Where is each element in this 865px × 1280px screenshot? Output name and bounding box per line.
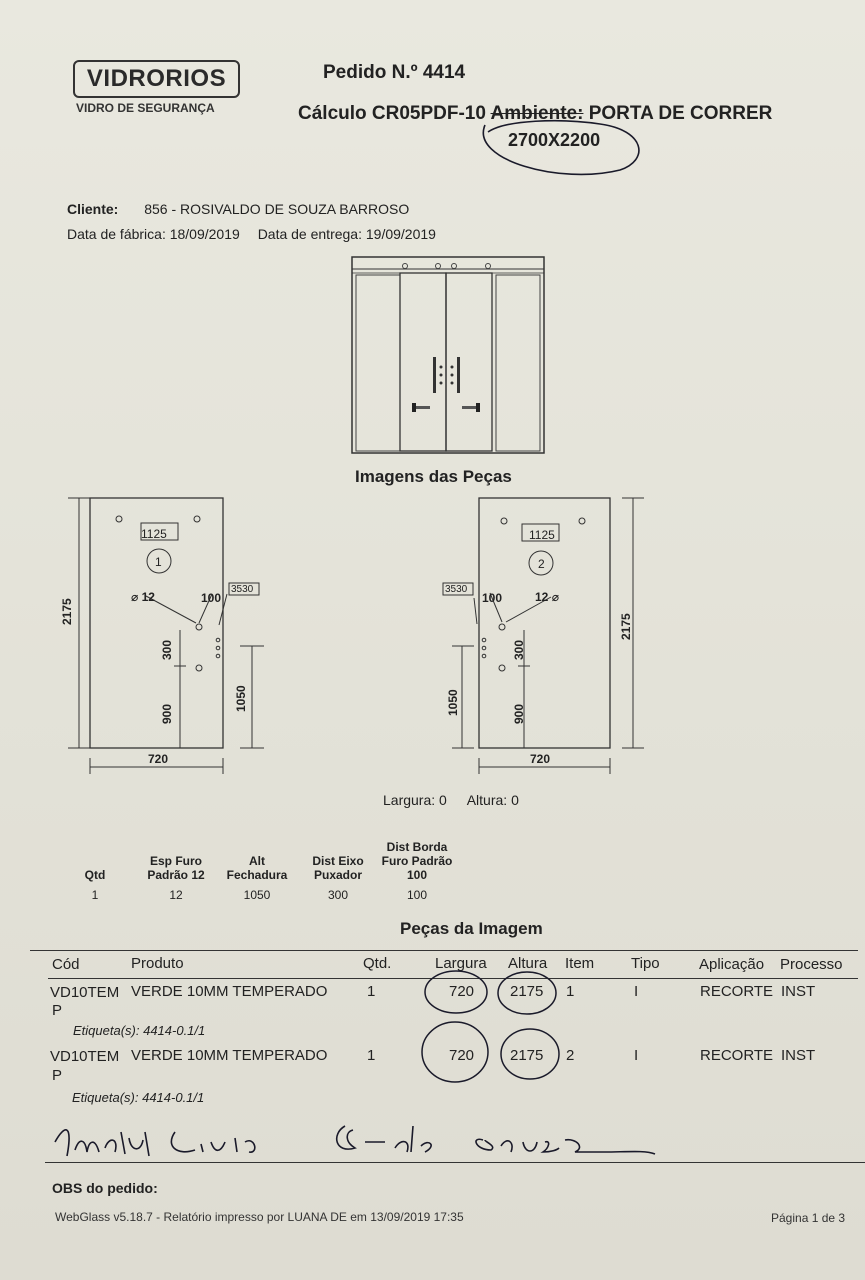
images-section-title: Imagens das Peças: [355, 467, 512, 486]
altura-text: Altura: 0: [466, 792, 519, 808]
footer-page-number: Página 1 de 3: [771, 1211, 846, 1225]
row-2-label: Etiqueta(s): 4414-0.1/1: [72, 1090, 205, 1105]
order-title: Pedido N.º 4414: [323, 62, 465, 84]
company-tagline: VIDRO DE SEGURANÇA: [76, 101, 215, 115]
piece-2-handle: 300: [512, 639, 526, 660]
piece-1-width: 720: [148, 752, 169, 766]
ambient-label: Ambiente:: [490, 103, 584, 124]
client-row: Cliente: 856 - ROSIVALDO DE SOUZA BARROS…: [67, 201, 409, 217]
order-label: Pedido N.º: [323, 62, 418, 83]
col-header-largura: Largura: [435, 955, 487, 972]
row-1-code: VD10TEM: [50, 984, 120, 1001]
dates-row: Data de fábrica: 18/09/2019 Data de entr…: [67, 226, 436, 242]
row-1-product: VERDE 10MM TEMPERADO: [131, 983, 328, 1000]
row-2-process: INST: [781, 1047, 816, 1064]
piece-1-number: 1: [155, 555, 162, 569]
pieces-section-title: Peças da Imagem: [400, 919, 543, 938]
piece-1-hole: ⌀ 12: [131, 590, 155, 604]
dims-line: Largura: 0 Altura: 0: [383, 792, 519, 808]
handwritten-signature: [54, 1125, 656, 1157]
handwritten-circle-mark: [482, 119, 640, 176]
company-logo: VIDRORIOS: [73, 60, 240, 98]
col-header-qtd: Qtd.: [363, 955, 392, 972]
piece-2-code: 3530: [445, 584, 468, 595]
piece-1-drawing: [68, 497, 264, 774]
client-name: 856 - ROSIVALDO DE SOUZA BARROSO: [144, 201, 410, 217]
ambient-dimensions: 2700X2200: [508, 130, 601, 150]
row-2-width: 720: [449, 1047, 475, 1064]
piece-2-label: 1125: [529, 528, 555, 542]
spec-value-puxador: 300: [327, 888, 349, 902]
piece-1-handle: 300: [160, 639, 174, 660]
piece-1-label: 1125: [141, 527, 167, 541]
piece-1-hole-value: 12: [141, 590, 155, 604]
piece-2-height: 2175: [619, 613, 633, 640]
piece-2-edge: 100: [482, 591, 503, 605]
spec-value-furo: 12: [169, 888, 183, 902]
row-2-code: VD10TEM: [50, 1048, 120, 1065]
row-2-product: VERDE 10MM TEMPERADO: [131, 1047, 328, 1064]
piece-2-width: 720: [530, 752, 551, 766]
spec-value-qtd: 1: [91, 888, 99, 902]
order-number: 4414: [422, 62, 466, 83]
piece-2-drawing: [442, 497, 644, 774]
table-header-rule: [48, 978, 858, 979]
piece-1-handle-base: 900: [160, 703, 174, 724]
piece-2-handle-base: 900: [512, 703, 526, 724]
row-2-application: RECORTE: [700, 1047, 774, 1064]
spec-value-borda: 100: [406, 888, 428, 902]
footer-report-info: WebGlass v5.18.7 - Relatório impresso po…: [55, 1210, 464, 1224]
calc-title: Cálculo CR05PDF-10 Ambiente: PORTA DE CO…: [298, 103, 772, 125]
spec-value-fechadura: 1050: [243, 888, 271, 902]
calc-label: Cálculo CR05PDF-10: [298, 103, 486, 124]
col-header-altura: Altura: [508, 955, 548, 972]
row-1-height: 2175: [510, 983, 544, 1000]
table-top-rule: [30, 950, 858, 951]
obs-label: OBS do pedido:: [52, 1180, 158, 1196]
spec-header-furo: Esp Furo Padrão 12: [147, 854, 205, 882]
row-1-application: RECORTE: [700, 983, 774, 1000]
row-1-process: INST: [781, 983, 816, 1000]
col-header-aplicacao: Aplicação: [699, 956, 765, 973]
piece-1-code: 3530: [231, 584, 254, 595]
largura-text: Largura: 0: [383, 792, 447, 808]
row-2-item: 2: [566, 1047, 575, 1064]
col-header-item: Item: [565, 955, 595, 972]
piece-2-hole: 12 ⌀: [535, 590, 559, 604]
col-header-cod: Cód: [52, 956, 80, 973]
piece-1-edge: 100: [201, 591, 222, 605]
piece-1-height: 2175: [60, 598, 74, 625]
col-header-tipo: Tipo: [631, 955, 660, 972]
piece-2-lock: 1050: [446, 689, 460, 716]
spec-header-puxador: Dist Eixo Puxador: [312, 854, 364, 882]
signature-line: [45, 1162, 865, 1163]
spec-header-fechadura: Alt Fechadura: [226, 854, 288, 882]
row-2-height: 2175: [510, 1047, 544, 1064]
row-1-label: Etiqueta(s): 4414-0.1/1: [73, 1023, 206, 1038]
delivery-date: Data de entrega: 19/09/2019: [257, 226, 436, 242]
piece-2-hole-value: 12: [535, 590, 549, 604]
client-label: Cliente:: [67, 201, 119, 217]
piece-2-number: 2: [538, 557, 545, 571]
door-elevation-drawing: [351, 256, 545, 454]
spec-header-qtd: Qtd: [84, 868, 106, 882]
row-2-type: I: [634, 1047, 639, 1064]
row-2-qty: 1: [367, 1047, 376, 1064]
row-1-width: 720: [449, 983, 475, 1000]
row-1-qty: 1: [367, 983, 376, 1000]
row-2-code-suffix: P: [52, 1067, 63, 1084]
row-1-type: I: [634, 983, 639, 1000]
piece-1-lock: 1050: [234, 685, 248, 712]
row-1-item: 1: [566, 983, 575, 1000]
fabric-date: Data de fábrica: 18/09/2019: [67, 226, 240, 242]
ambient-value: PORTA DE CORRER: [588, 103, 773, 124]
row-1-code-suffix: P: [52, 1002, 63, 1019]
spec-header-borda: Dist Borda Furo Padrão 100: [381, 840, 453, 882]
col-header-produto: Produto: [131, 955, 184, 972]
col-header-processo: Processo: [780, 956, 843, 973]
